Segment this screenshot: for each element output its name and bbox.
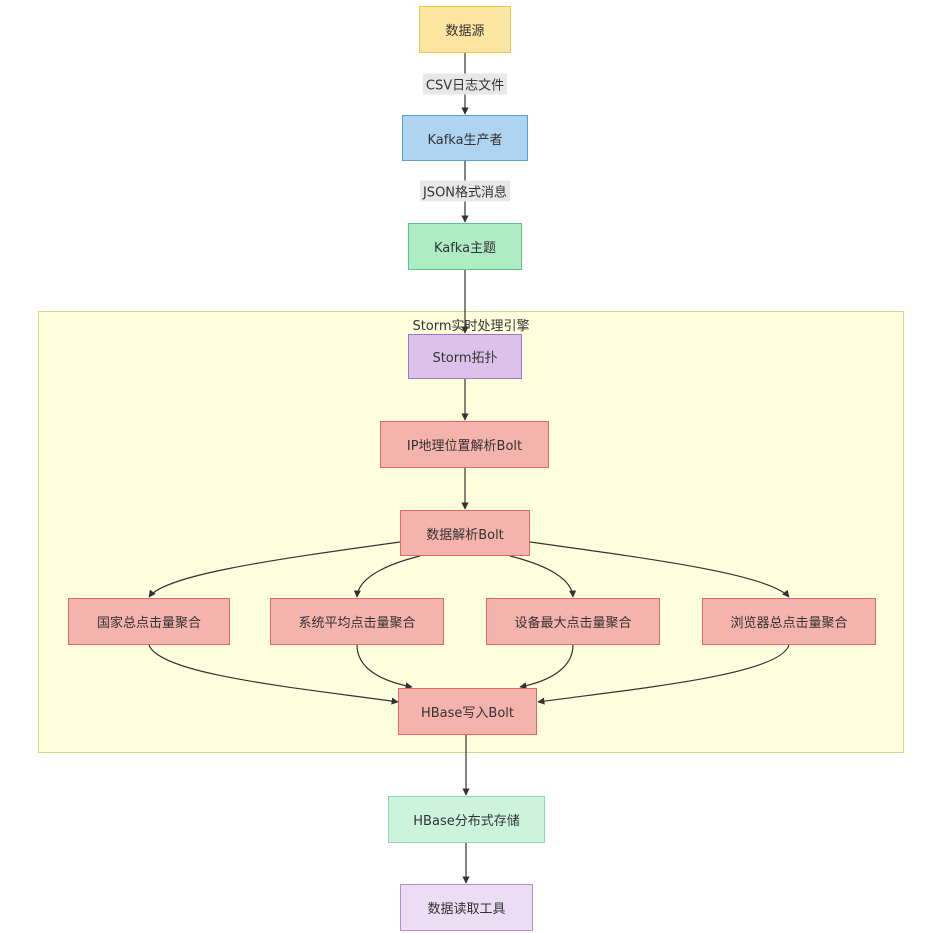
node-ip-geo-bolt: IP地理位置解析Bolt — [380, 421, 549, 468]
edge-os-hbase — [356, 644, 413, 690]
node-browser-agg: 浏览器总点击量聚合 — [702, 598, 876, 645]
edge-label-json: JSON格式消息 — [419, 180, 511, 202]
node-hbase-write-bolt: HBase写入Bolt — [398, 688, 537, 735]
node-kafka-producer: Kafka生产者 — [402, 115, 528, 161]
edge-parse-country — [148, 541, 401, 598]
node-device-agg: 设备最大点击量聚合 — [486, 598, 660, 645]
node-kafka-topic: Kafka主题 — [408, 223, 522, 270]
edge-country-hbase — [148, 644, 399, 705]
edge-parse-browser — [529, 541, 790, 598]
edge-device-hbase — [519, 644, 574, 690]
node-data-source: 数据源 — [419, 6, 511, 53]
cluster-title: Storm实时处理引擎 — [412, 319, 530, 334]
node-parse-bolt: 数据解析Bolt — [400, 510, 530, 556]
edge-browser-hbase — [537, 644, 790, 705]
node-storm-topology: Storm拓扑 — [408, 334, 522, 379]
node-hbase-storage: HBase分布式存储 — [388, 796, 545, 843]
edge-label-csv: CSV日志文件 — [422, 73, 508, 95]
node-reader-tool: 数据读取工具 — [400, 884, 533, 931]
node-country-agg: 国家总点击量聚合 — [68, 598, 230, 645]
edge-parse-device — [509, 555, 577, 598]
node-os-agg: 系统平均点击量聚合 — [270, 598, 444, 645]
edge-parse-os — [353, 555, 421, 598]
